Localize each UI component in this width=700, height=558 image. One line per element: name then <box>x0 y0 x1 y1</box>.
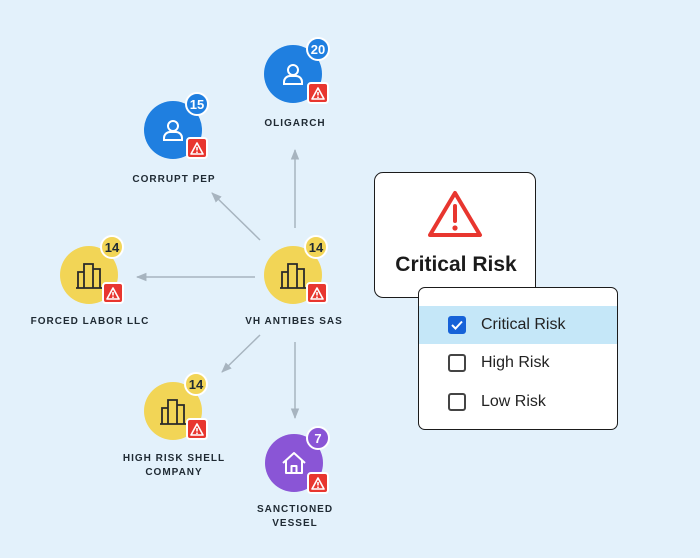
count-badge: 14 <box>100 235 124 259</box>
option-label: Low Risk <box>481 393 546 410</box>
count-badge: 14 <box>184 372 208 396</box>
node-label: SANCTIONED VESSEL <box>256 504 334 529</box>
node-forced-labor-llc[interactable]: 14 FORCED LABOR LLC <box>30 235 150 331</box>
risk-filter-dropdown: Critical Risk High Risk Low Risk <box>418 287 618 430</box>
node-vh-antibes-sas[interactable]: 14 VH ANTIBES SAS <box>234 235 354 331</box>
alert-icon <box>186 137 208 159</box>
edge-to-corrupt-pep <box>211 192 261 241</box>
option-critical-risk[interactable]: Critical Risk <box>419 306 617 344</box>
checkbox-unchecked[interactable] <box>448 354 466 372</box>
option-label: Critical Risk <box>481 316 566 333</box>
checkbox-checked[interactable] <box>448 316 466 334</box>
count-badge: 7 <box>306 426 330 450</box>
count-badge: 20 <box>306 37 330 61</box>
node-label: VH ANTIBES SAS <box>245 316 343 327</box>
alert-icon <box>102 282 124 304</box>
person-icon <box>163 120 183 141</box>
risk-level-title: Critical Risk <box>395 253 517 276</box>
checkmark-icon <box>451 320 463 330</box>
node-label: CORRUPT PEP <box>132 174 216 185</box>
person-icon <box>283 64 303 85</box>
risk-level-card: Critical Risk <box>374 172 536 298</box>
option-label: High Risk <box>481 354 550 371</box>
node-label: OLIGARCH <box>264 118 326 129</box>
alert-icon <box>307 472 329 494</box>
building-icon <box>160 399 186 425</box>
alert-icon <box>306 282 328 304</box>
building-icon <box>76 263 102 289</box>
warning-triangle-icon <box>426 189 484 244</box>
node-high-risk-shell-company[interactable]: 14 HIGH RISK SHELL COMPANY <box>114 372 234 484</box>
node-corrupt-pep[interactable]: 15 CORRUPT PEP <box>114 92 234 190</box>
alert-icon <box>186 418 208 440</box>
checkbox-unchecked[interactable] <box>448 393 466 411</box>
edge-to-shell-company <box>221 334 261 373</box>
option-high-risk[interactable]: High Risk <box>419 344 617 382</box>
option-low-risk[interactable]: Low Risk <box>419 383 617 421</box>
home-icon <box>282 452 306 474</box>
node-oligarch[interactable]: 20 OLIGARCH <box>235 37 355 135</box>
count-badge: 14 <box>304 235 328 259</box>
node-sanctioned-vessel[interactable]: 7 SANCTIONED VESSEL <box>235 426 355 536</box>
alert-icon <box>307 82 329 104</box>
count-badge: 15 <box>185 92 209 116</box>
node-label: FORCED LABOR LLC <box>30 316 150 327</box>
building-icon <box>280 263 306 289</box>
node-label: HIGH RISK SHELL COMPANY <box>122 453 226 478</box>
